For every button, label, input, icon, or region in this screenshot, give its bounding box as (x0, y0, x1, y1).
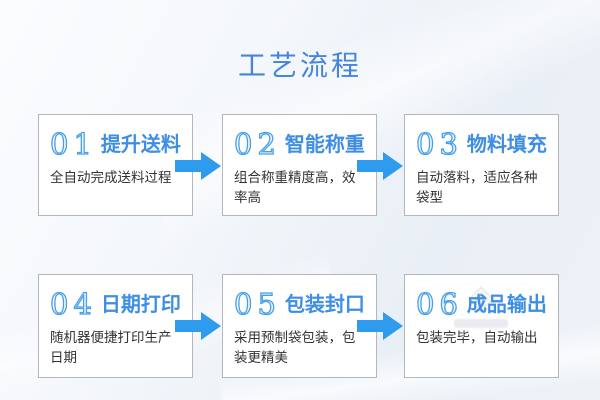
step-title: 提升送料 (100, 132, 181, 156)
right-arrow-icon (357, 152, 403, 180)
step-title: 成品输出 (466, 292, 547, 316)
step-title: 物料填充 (466, 132, 547, 156)
step-number: 01 (49, 127, 97, 161)
step-description: 自动落料，适应各种袋型 (416, 170, 538, 207)
step-number: 04 (49, 287, 97, 321)
step-description: 采用预制袋包装，包装更精美 (234, 330, 356, 367)
step-number: 02 (233, 127, 281, 161)
step-number: 03 (415, 127, 463, 161)
right-arrow-icon (357, 312, 403, 340)
step-description: 组合称重精度高，效率高 (234, 170, 356, 207)
step-title: 智能称重 (284, 132, 365, 156)
step-title: 日期打印 (100, 292, 181, 316)
page-title: 工艺流程 (237, 49, 362, 82)
right-arrow-icon (175, 312, 221, 340)
step-title: 包装封口 (284, 292, 365, 316)
right-arrow-icon (175, 152, 221, 180)
step-description: 全自动完成送料过程 (50, 170, 172, 186)
step-description: 包装完毕，自动输出 (416, 330, 538, 346)
step-number: 05 (233, 287, 281, 321)
step-number: 06 (415, 287, 463, 321)
step-description: 随机器便捷打印生产日期 (50, 330, 172, 367)
